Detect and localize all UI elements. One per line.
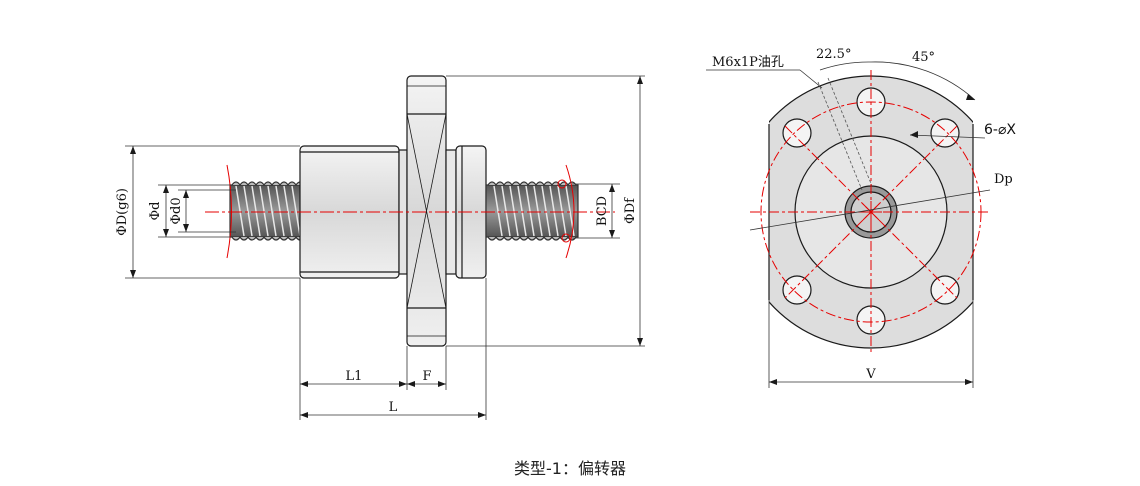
side-view [125, 75, 645, 420]
label-f: F [422, 369, 431, 384]
front-view [706, 61, 991, 388]
label-holes-6x: 6-⌀X [984, 122, 1016, 138]
label-dp: Dp [994, 172, 1013, 187]
figure-caption: 类型-1：偏转器 [514, 459, 626, 478]
label-v: V [865, 367, 876, 382]
right-screw-shaft [485, 164, 579, 259]
label-phi-df: ΦDf [623, 197, 638, 224]
left-screw-shaft [226, 164, 305, 259]
label-phi-d: Φd [148, 202, 163, 221]
label-l1: L1 [346, 369, 363, 384]
label-phi-d0: Φd0 [169, 197, 184, 224]
label-oil-hole: M6x1P油孔 [712, 55, 784, 70]
label-l: L [389, 400, 398, 415]
label-phi-d-g6: ΦD(g6) [115, 188, 130, 236]
oil-hole-channel [817, 77, 873, 191]
flange [406, 75, 447, 347]
label-angle-22-5: 22.5° [816, 47, 851, 62]
label-angle-45: 45° [912, 50, 935, 65]
label-bcd: BCD [595, 196, 610, 226]
